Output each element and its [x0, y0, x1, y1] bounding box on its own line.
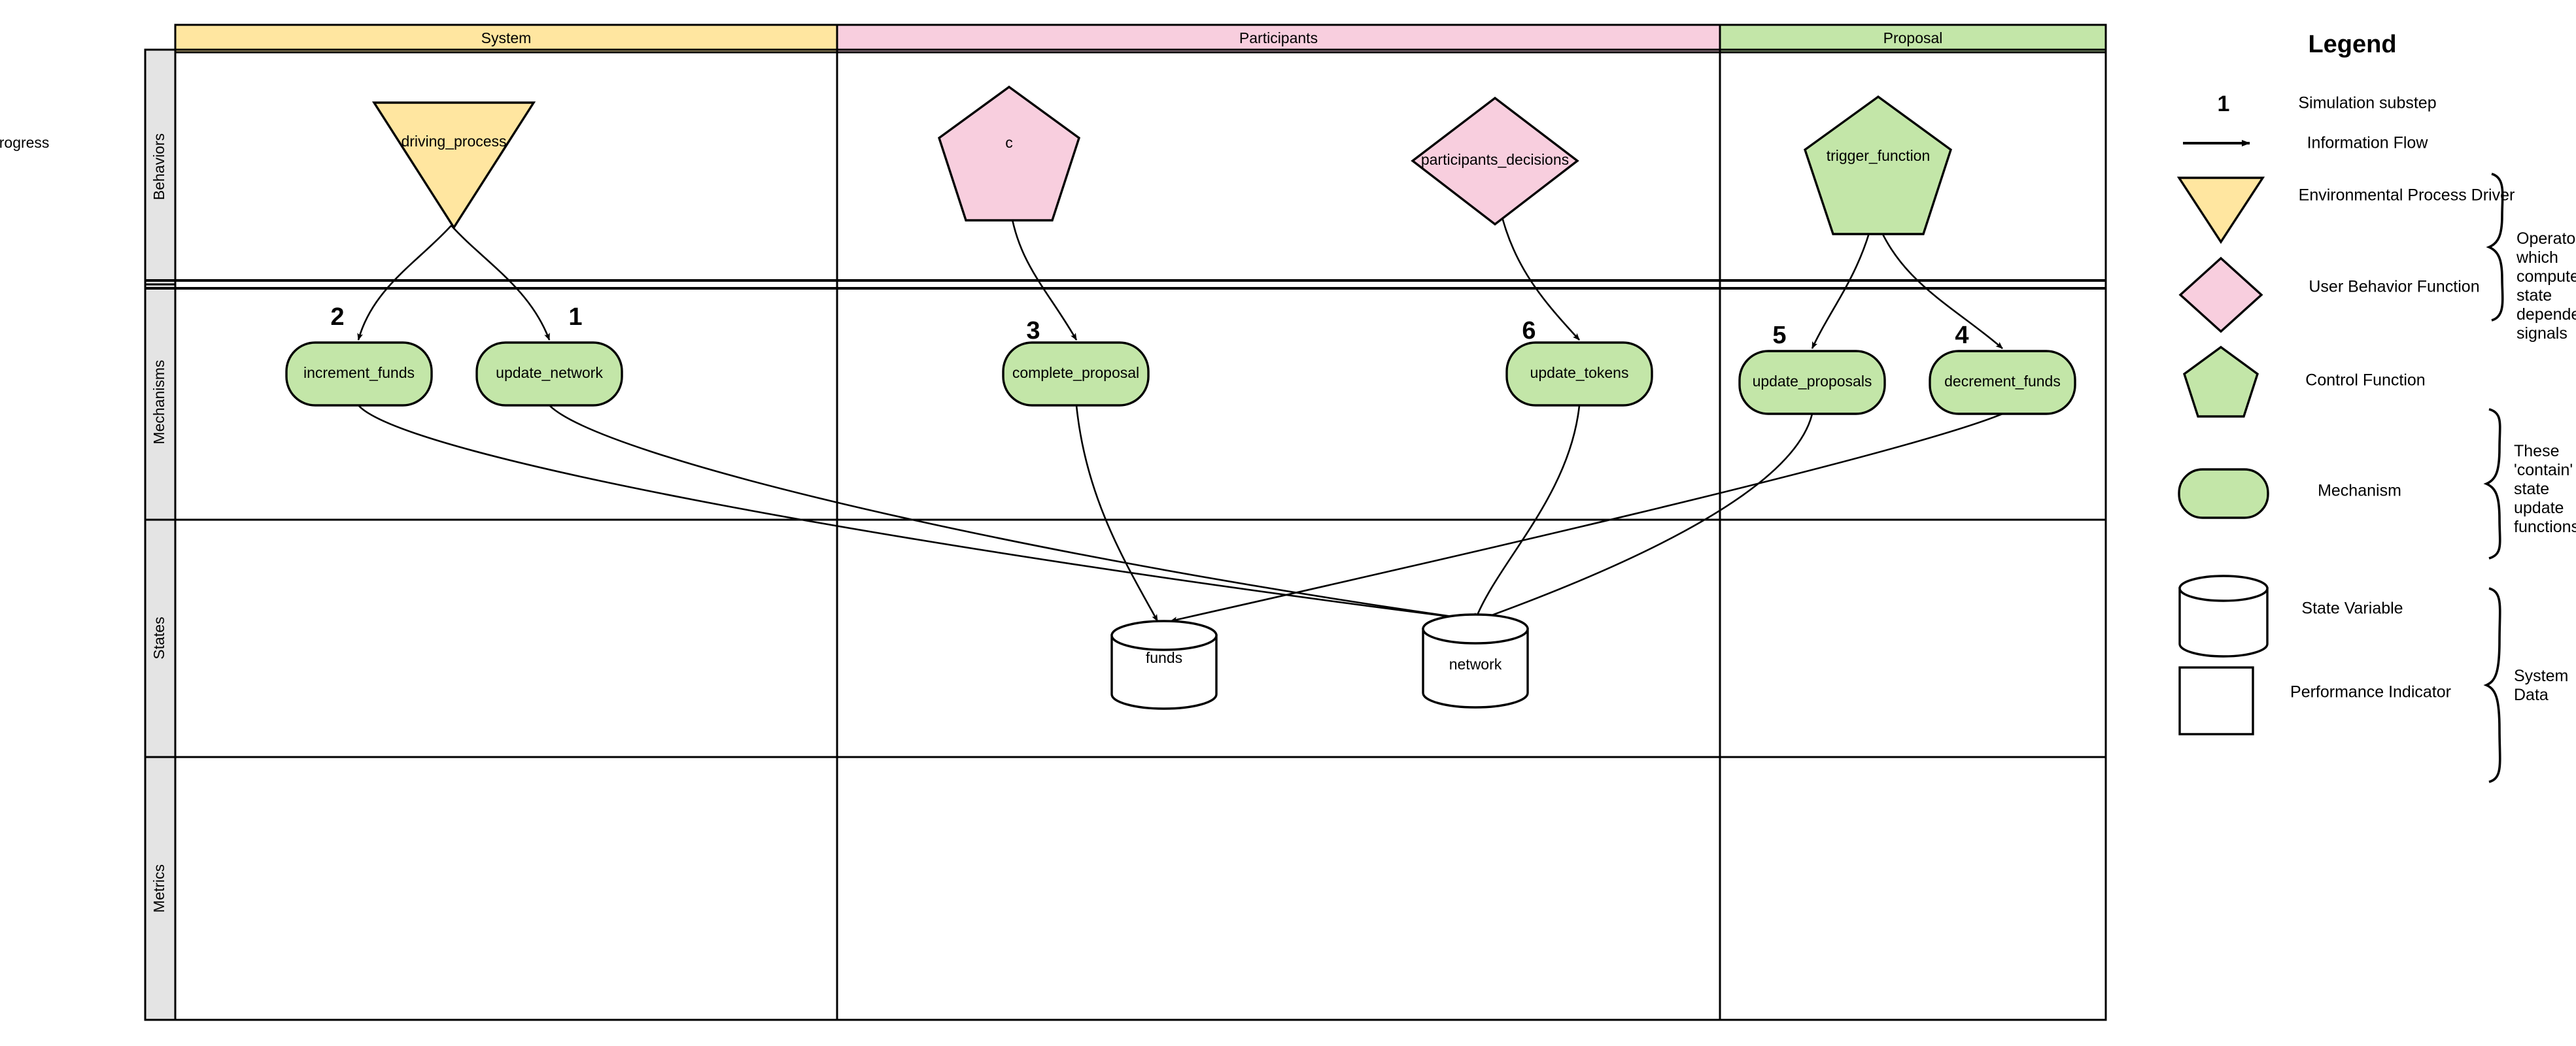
- row-label-metrics: Metrics: [150, 864, 167, 913]
- step-number-2: 2: [330, 303, 344, 331]
- row-label-states: States: [150, 616, 167, 659]
- legend-label-control-function: Control Function: [2305, 371, 2425, 390]
- node-label-participants_decisions: participants_decisions: [1421, 151, 1569, 168]
- legend-item-simulation-substep: 1 Simulation substep: [2218, 92, 2437, 116]
- legend-item-mechanism: Mechanism: [2178, 468, 2401, 519]
- row-label-cell-behaviors: Behaviors: [144, 48, 177, 286]
- legend: Legend 1 Simulation substep Information …: [2176, 31, 2576, 783]
- step-number-1: 1: [568, 303, 582, 331]
- edge-trigger_function-decrement_funds: [1873, 213, 2003, 349]
- node-driving_process[interactable]: driving_process: [371, 101, 536, 230]
- edge-increment_funds-network: [358, 405, 1475, 622]
- node-label-funds: funds: [1146, 649, 1182, 666]
- legend-item-control-function: Control Function: [2183, 345, 2426, 418]
- column-header-band-proposal: Proposal: [1719, 24, 2107, 54]
- node-label-increment_funds: increment_funds: [303, 364, 415, 381]
- brace-label-mechanism: These 'contain' state update functions: [2514, 442, 2576, 536]
- row-label-cell-metrics: Metrics: [144, 756, 177, 1021]
- cylinder-icon: [2178, 587, 2269, 658]
- edge-decrement_funds-funds: [1170, 413, 2003, 623]
- legend-label-state-variable: State Variable: [2301, 599, 2403, 618]
- step-number-4: 4: [1955, 322, 1968, 349]
- row-label-behaviors: Behaviors: [150, 133, 167, 200]
- edge-complete_proposal-funds: [1075, 405, 1159, 622]
- step-number-6: 6: [1522, 317, 1536, 345]
- edge-update_proposals-network: [1479, 413, 1813, 621]
- node-label-driving_process: driving_process: [401, 133, 506, 150]
- step-number-3: 3: [1026, 317, 1040, 345]
- node-increment_funds[interactable]: increment_funds: [285, 341, 433, 407]
- legend-title: Legend: [2308, 31, 2396, 58]
- legend-item-information-flow: Information Flow: [2183, 134, 2428, 152]
- swimlane-grid: [145, 48, 2107, 1021]
- legend-label-simulation-substep: Simulation substep: [2298, 94, 2436, 112]
- column-header-label-proposal: Proposal: [1883, 29, 1943, 46]
- legend-label-information-flow: Information Flow: [2307, 134, 2429, 152]
- node-funds[interactable]: funds: [1110, 620, 1218, 710]
- column-header-band-system: System: [174, 24, 838, 54]
- pentagon-icon: [2183, 345, 2259, 418]
- node-label-decrement_funds: decrement_funds: [1944, 373, 2061, 390]
- legend-label-environmental-process-driver: Environmental Process Driver: [2299, 186, 2515, 205]
- edge-driving_process-update_network: [451, 225, 551, 341]
- step-number-5: 5: [1772, 322, 1786, 349]
- node-label-trigger_function: trigger_function: [1827, 147, 1931, 164]
- legend-item-environmental-process-driver: Environmental Process Driver: [2176, 177, 2515, 245]
- legend-item-state-variable: State Variable: [2178, 575, 2403, 658]
- edge-update_tokens-network: [1474, 405, 1581, 620]
- rectangle-icon: [2178, 666, 2254, 735]
- legend-item-user-behavior-function: User Behavior Function: [2178, 256, 2480, 333]
- row-label-mechanisms: Mechanisms: [150, 360, 167, 444]
- edge-update_network-network: [549, 405, 1475, 622]
- column-header-label-participants: Participants: [1239, 29, 1318, 46]
- node-network[interactable]: network: [1422, 613, 1529, 709]
- legend-label-performance-indicator: Performance Indicator: [2290, 683, 2451, 701]
- legend-item-performance-indicator: Performance Indicator: [2178, 666, 2451, 735]
- node-update_network[interactable]: update_network: [475, 341, 623, 407]
- brace-mechanism: These 'contain' state update functions: [2483, 408, 2576, 560]
- brace-label-system-data: System Data: [2514, 667, 2573, 704]
- node-label-update_network: update_network: [496, 364, 603, 381]
- diamond-icon: [2178, 256, 2263, 333]
- legend-sample-number: 1: [2218, 92, 2230, 116]
- row-label-cell-mechanisms: Mechanisms: [144, 283, 177, 521]
- step-number-layer: 2 1 3 6 5 4: [330, 303, 1968, 349]
- node-label-network: network: [1449, 656, 1502, 673]
- legend-label-user-behavior-function: User Behavior Function: [2309, 278, 2479, 296]
- node-update_proposals[interactable]: update_proposals: [1738, 350, 1886, 415]
- inverted-triangle-icon: [2176, 177, 2265, 245]
- node-participants_decisions[interactable]: participants_decisions: [1411, 96, 1579, 226]
- node-update_tokens[interactable]: update_tokens: [1505, 341, 1653, 407]
- edge-trigger_function-update_proposals: [1811, 213, 1876, 349]
- node-label-update_tokens: update_tokens: [1530, 364, 1629, 381]
- row-label-cell-states: States: [144, 518, 177, 758]
- edge-driving_process-increment_funds: [357, 225, 452, 341]
- column-header-band-participants: Participants: [836, 24, 1721, 54]
- node-decrement_funds[interactable]: decrement_funds: [1929, 350, 2076, 415]
- stadium-icon: [2178, 468, 2269, 519]
- node-complete_proposal[interactable]: complete_proposal: [1002, 341, 1150, 407]
- legend-label-mechanism: Mechanism: [2318, 482, 2401, 500]
- brace-system-data: System Data: [2483, 587, 2573, 783]
- node-label-update_proposals: update_proposals: [1753, 373, 1872, 390]
- column-header-label-system: System: [481, 29, 532, 46]
- node-label-complete_proposal: complete_proposal: [1012, 364, 1139, 381]
- node-trigger_function[interactable]: trigger_function: [1803, 95, 1952, 235]
